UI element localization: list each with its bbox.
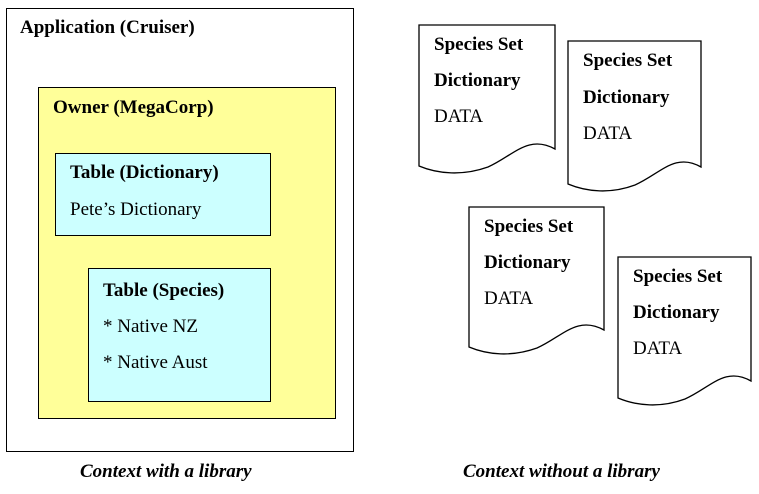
document-1-line2: Dictionary <box>434 70 521 91</box>
document-4-line1: Species Set <box>633 266 723 287</box>
document-shape-4 <box>617 256 752 406</box>
species-entry-aust: * Native Aust <box>103 352 208 373</box>
species-entry-nz: * Native NZ <box>103 316 198 337</box>
document-3-line3: DATA <box>484 288 534 309</box>
document-1-line1: Species Set <box>434 34 524 55</box>
application-label: Application (Cruiser) <box>20 17 195 38</box>
dictionary-table-entry: Pete’s Dictionary <box>70 199 202 220</box>
document-4-line2: Dictionary <box>633 302 720 323</box>
caption-without-library: Context without a library <box>463 461 660 482</box>
species-table-title: Table (Species) <box>103 280 225 301</box>
document-shape-3 <box>468 206 605 355</box>
document-shape-2 <box>567 40 702 192</box>
dictionary-table-title: Table (Dictionary) <box>70 162 219 183</box>
document-2-line1: Species Set <box>583 50 673 71</box>
document-shape-1 <box>418 24 556 174</box>
document-3-line2: Dictionary <box>484 252 571 273</box>
document-1-line3: DATA <box>434 106 484 127</box>
species-table-box: Table (Species) * Native NZ * Native Aus… <box>88 268 271 402</box>
dictionary-table-box: Table (Dictionary) Pete’s Dictionary <box>55 153 271 236</box>
document-2-line3: DATA <box>583 123 633 144</box>
caption-with-library: Context with a library <box>80 461 252 482</box>
owner-label: Owner (MegaCorp) <box>53 97 214 118</box>
document-2-line2: Dictionary <box>583 87 670 108</box>
document-3-line1: Species Set <box>484 216 574 237</box>
document-4-line3: DATA <box>633 338 683 359</box>
